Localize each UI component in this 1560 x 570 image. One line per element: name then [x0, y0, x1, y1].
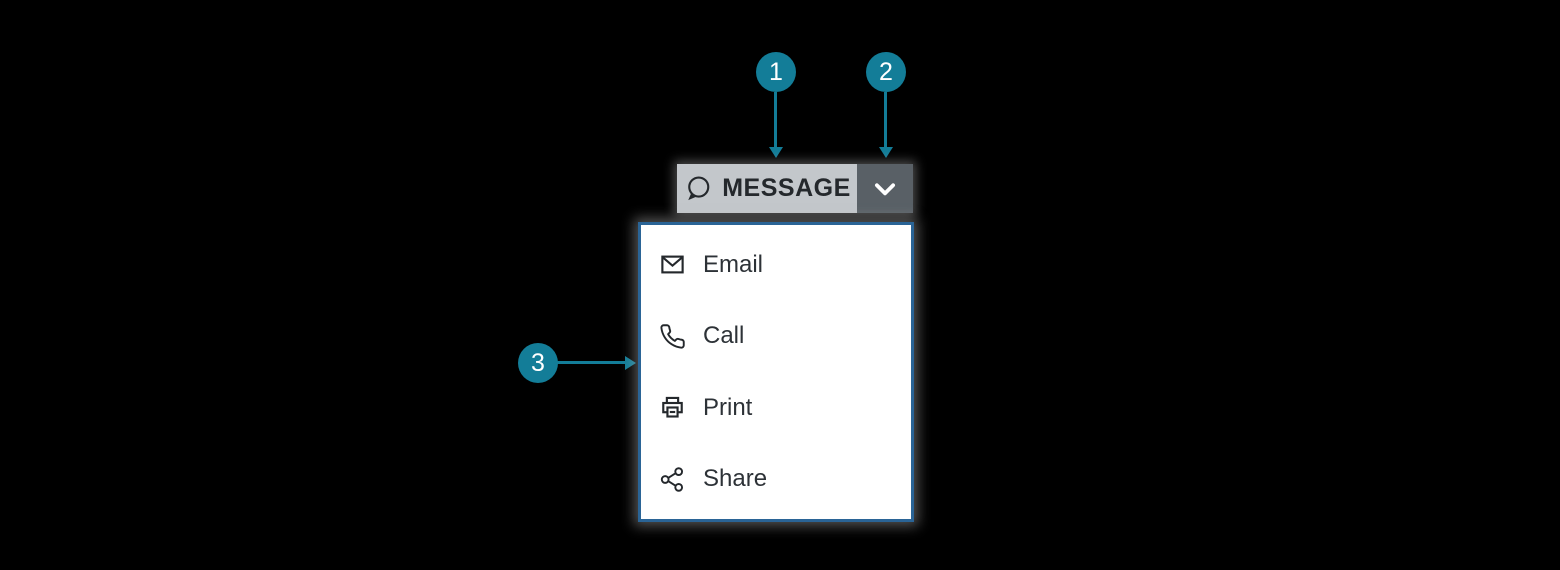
callout-number: 2 — [879, 57, 893, 86]
menu-item-email[interactable]: Email — [641, 251, 911, 278]
menu-item-print[interactable]: Print — [641, 394, 911, 421]
menu-item-share[interactable]: Share — [641, 466, 911, 493]
callout-arrowhead-3 — [625, 356, 636, 370]
callout-badge-1: 1 — [756, 52, 796, 92]
callout-arrow-3 — [556, 361, 626, 364]
callout-arrow-1 — [774, 92, 777, 148]
menu-item-label: Call — [703, 322, 745, 350]
share-icon — [659, 466, 686, 493]
chat-bubble-icon — [683, 174, 713, 204]
callout-arrowhead-1 — [769, 147, 783, 158]
callout-badge-3: 3 — [518, 343, 558, 383]
menu-item-label: Share — [703, 465, 768, 493]
menu-item-label: Email — [703, 250, 764, 278]
callout-number: 3 — [531, 348, 545, 377]
message-split-button: MESSAGE — [677, 164, 913, 213]
callout-arrowhead-2 — [879, 147, 893, 158]
phone-icon — [659, 323, 686, 350]
dropdown-toggle-button[interactable] — [857, 164, 913, 213]
callout-arrow-2 — [884, 92, 887, 148]
message-button[interactable]: MESSAGE — [677, 164, 857, 213]
menu-item-call[interactable]: Call — [641, 323, 911, 350]
envelope-icon — [659, 251, 686, 278]
dropdown-menu: Email Call Print — [638, 222, 914, 522]
chevron-down-icon — [870, 174, 900, 204]
message-button-label: MESSAGE — [722, 174, 851, 202]
callout-number: 1 — [769, 57, 783, 86]
printer-icon — [659, 394, 686, 421]
callout-badge-2: 2 — [866, 52, 906, 92]
menu-item-label: Print — [703, 393, 753, 421]
